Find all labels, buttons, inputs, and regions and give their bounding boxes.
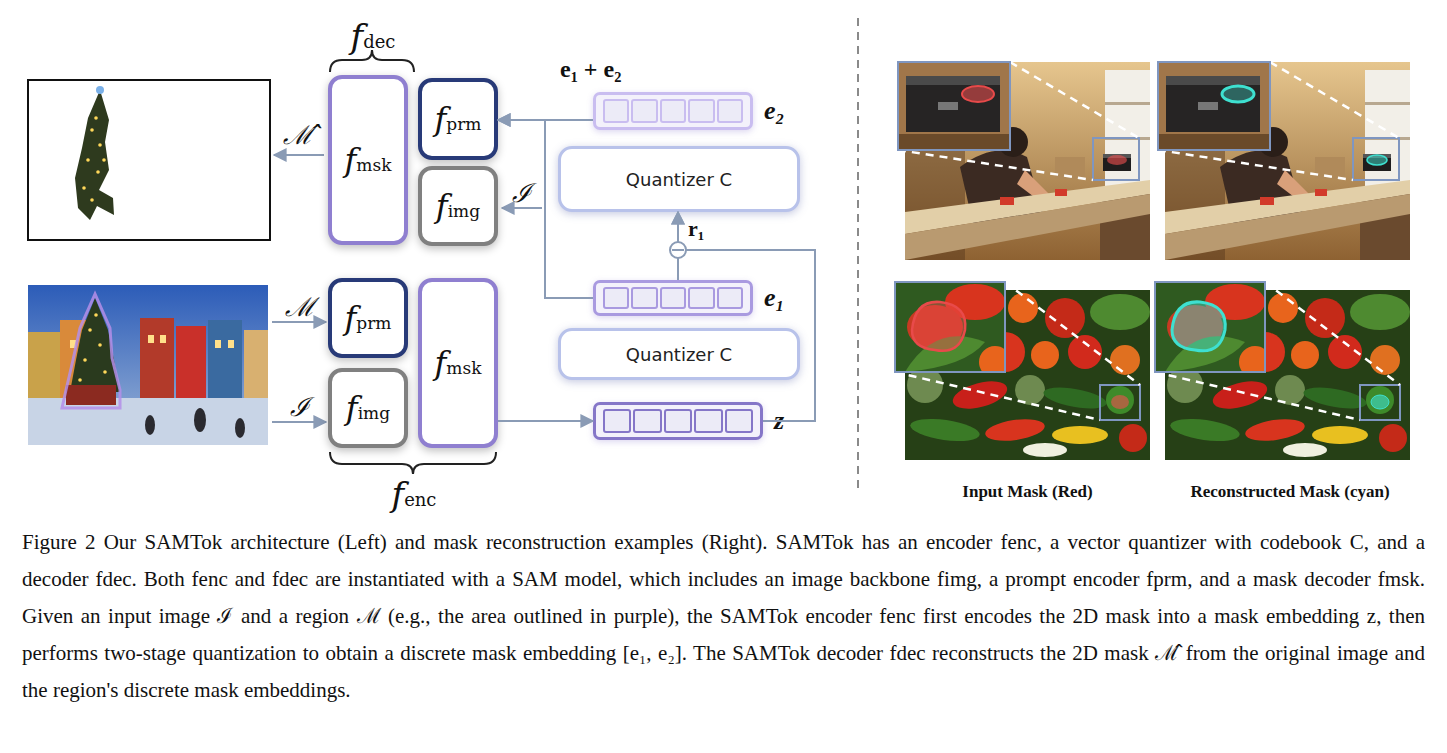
- group-label: fdec: [335, 16, 411, 56]
- output-arrow: [274, 154, 324, 156]
- embedding-label: z: [774, 406, 784, 436]
- quantizer-box: Quantizer C: [558, 328, 800, 380]
- token-cell: [717, 99, 743, 123]
- token-bar: z: [593, 402, 763, 440]
- quantizer-label: Quantizer C: [626, 344, 732, 365]
- module-label: fmsk: [435, 344, 482, 382]
- decoder-brace: [330, 50, 414, 72]
- encoder-brace: [330, 452, 496, 474]
- token-cell: [631, 99, 657, 123]
- token-cell: [633, 409, 661, 433]
- quantizer-label: Quantizer C: [626, 169, 732, 190]
- output-mask-image: [28, 80, 270, 240]
- module-label: fimg: [346, 389, 390, 427]
- token-cells: [602, 287, 744, 309]
- embedding-label: e₂: [764, 96, 785, 126]
- arrow-label: ℐ: [506, 174, 536, 210]
- module-label: fprm: [435, 100, 482, 138]
- subtract-symbol: [670, 242, 686, 258]
- connector: [677, 212, 679, 280]
- input-example-room: [898, 62, 1150, 260]
- token-cell: [717, 287, 743, 309]
- embedding-label: e₁: [764, 283, 785, 313]
- token-cell: [631, 287, 657, 309]
- reconstructed-example-vegetables: [1155, 282, 1410, 460]
- token-cell: [660, 99, 686, 123]
- group-label: fenc: [374, 474, 454, 514]
- token-cell: [603, 99, 629, 123]
- input-image: [28, 285, 268, 445]
- token-cell: [664, 409, 692, 433]
- token-bar: e₁: [593, 280, 753, 316]
- connector: [498, 420, 593, 422]
- divider: [857, 18, 859, 490]
- module-label: fmsk: [345, 141, 392, 179]
- panel-label: Reconstructed Mask (cyan): [1150, 482, 1430, 502]
- token-cell: [725, 409, 753, 433]
- reconstructed-example-room: [1158, 62, 1410, 260]
- module-box: fmsk: [418, 278, 498, 448]
- token-cell: [603, 287, 629, 309]
- token-cell: [603, 409, 631, 433]
- arrow-label: ℳ̂: [280, 116, 316, 152]
- module-box: fprm: [418, 78, 498, 160]
- module-box: fmsk: [328, 75, 408, 245]
- token-cells: [602, 99, 744, 123]
- token-cell: [660, 287, 686, 309]
- connector: [498, 119, 593, 121]
- connector: [678, 212, 815, 421]
- arrow-label: ℳ: [282, 288, 318, 324]
- token-cell: [688, 99, 714, 123]
- module-box: fimg: [328, 368, 408, 448]
- token-bar: e₂: [593, 92, 753, 130]
- module-box: fimg: [418, 166, 498, 246]
- module-label: fprm: [345, 299, 392, 337]
- module-label: fimg: [436, 187, 480, 225]
- input-example-vegetables: [895, 282, 1150, 460]
- arrow-label: ℐ: [284, 388, 314, 424]
- quantizer-box: Quantizer C: [558, 146, 800, 212]
- module-box: fprm: [328, 278, 408, 358]
- token-cell: [694, 409, 722, 433]
- token-cell: [688, 287, 714, 309]
- token-cells: [602, 409, 754, 433]
- sum-label: e₁ + e₂: [560, 56, 650, 83]
- connector-label: r₁: [688, 216, 704, 242]
- figure-caption: Figure 2 Our SAMTok architecture (Left) …: [22, 524, 1425, 709]
- panel-label: Input Mask (Red): [895, 482, 1160, 502]
